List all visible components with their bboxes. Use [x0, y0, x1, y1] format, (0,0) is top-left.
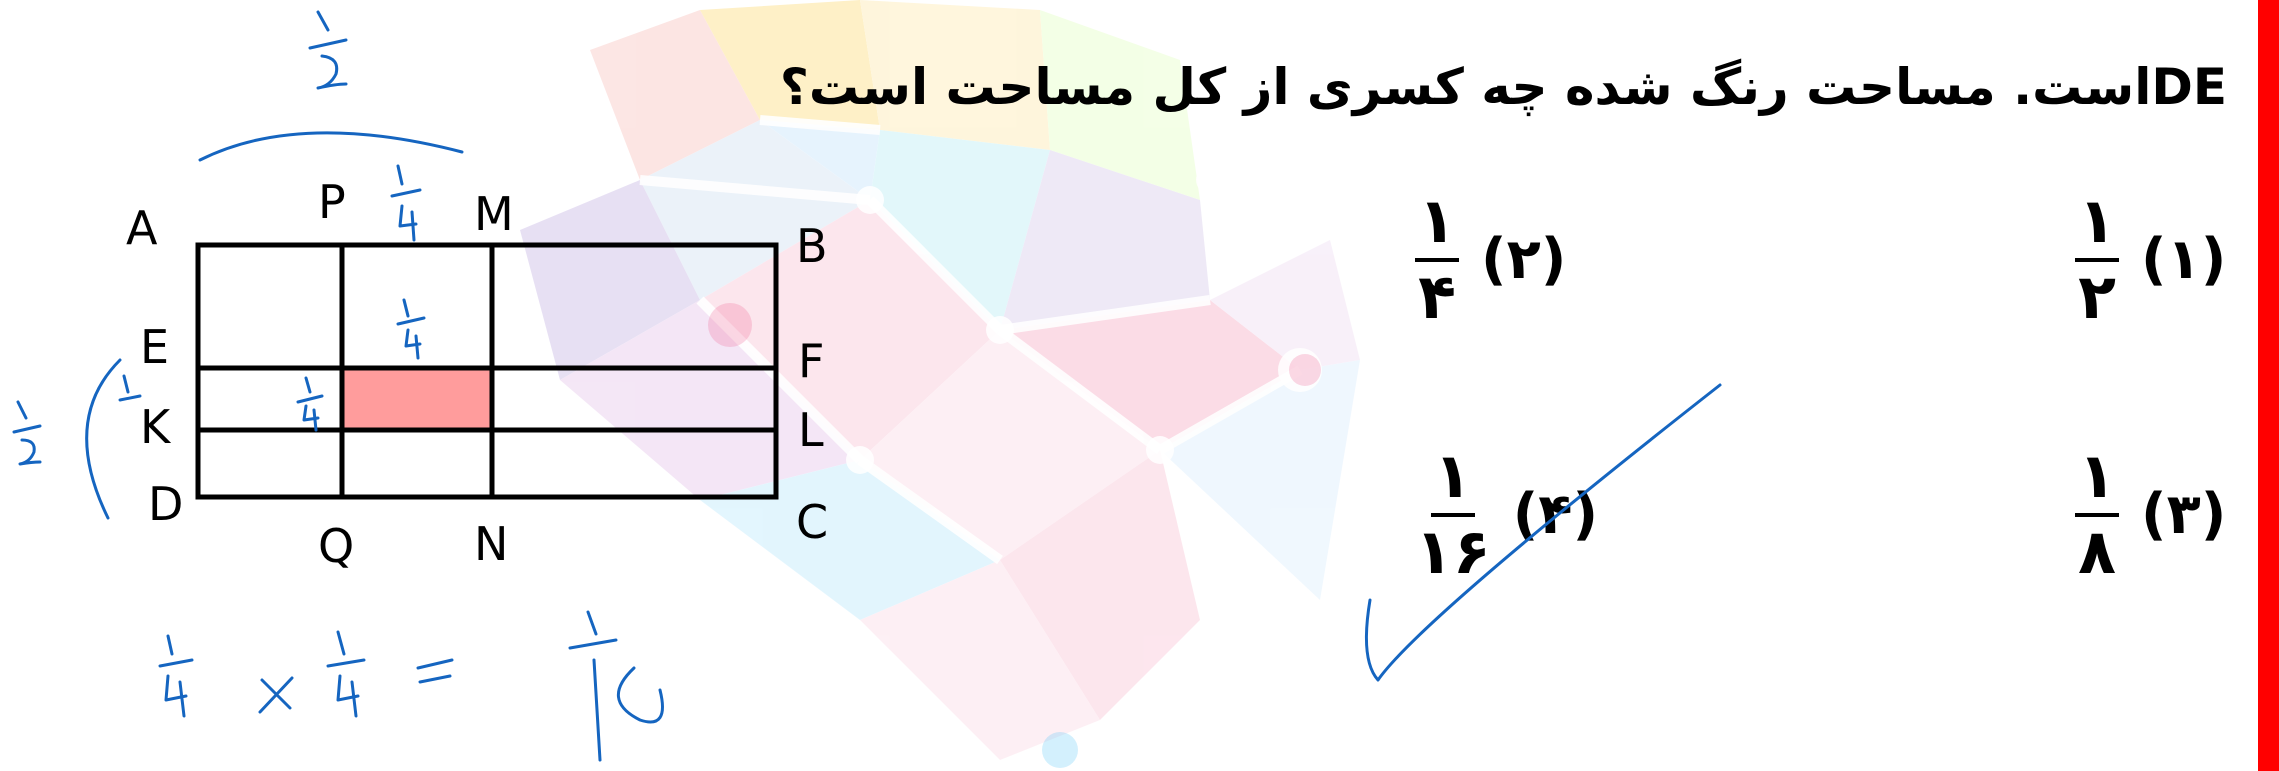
label-E: E	[140, 320, 169, 374]
option-1-fraction: ۱ ۲	[2075, 190, 2119, 328]
option-1[interactable]: ۱ ۲ (۱)	[2075, 190, 2226, 328]
option-2-fraction: ۱ ۴	[1415, 190, 1459, 328]
label-Q: Q	[318, 519, 354, 573]
option-2[interactable]: ۱ ۴ (۲)	[1415, 190, 1566, 328]
option-2-number: (۲)	[1481, 226, 1567, 292]
label-D: D	[148, 477, 183, 531]
option-3[interactable]: ۱ ۸ (۳)	[2075, 445, 2226, 583]
outer-rectangle	[195, 242, 779, 500]
rectangle-figure: A P M B E F K L D C Q N	[126, 175, 828, 573]
option-1-number: (۱)	[2141, 226, 2227, 292]
label-N: N	[474, 517, 508, 571]
option-3-number: (۳)	[2141, 481, 2227, 547]
red-border-strip	[2258, 0, 2279, 771]
option-4-number: (۴)	[1512, 481, 1599, 547]
label-K: K	[140, 400, 172, 454]
label-L: L	[798, 403, 824, 457]
option-3-fraction: ۱ ۸	[2075, 445, 2119, 583]
label-A: A	[126, 201, 158, 255]
question-text: DEاست. مساحت رنگ شده چه کسری از کل مساحت…	[779, 58, 2227, 116]
label-C: C	[796, 495, 828, 549]
shaded-region	[342, 368, 492, 430]
label-P: P	[318, 175, 346, 229]
label-F: F	[798, 334, 824, 388]
label-M: M	[474, 187, 514, 241]
label-B: B	[796, 219, 828, 273]
option-4[interactable]: ۱ ۱۶ (۴)	[1415, 445, 1598, 583]
option-4-fraction: ۱ ۱۶	[1415, 439, 1491, 588]
